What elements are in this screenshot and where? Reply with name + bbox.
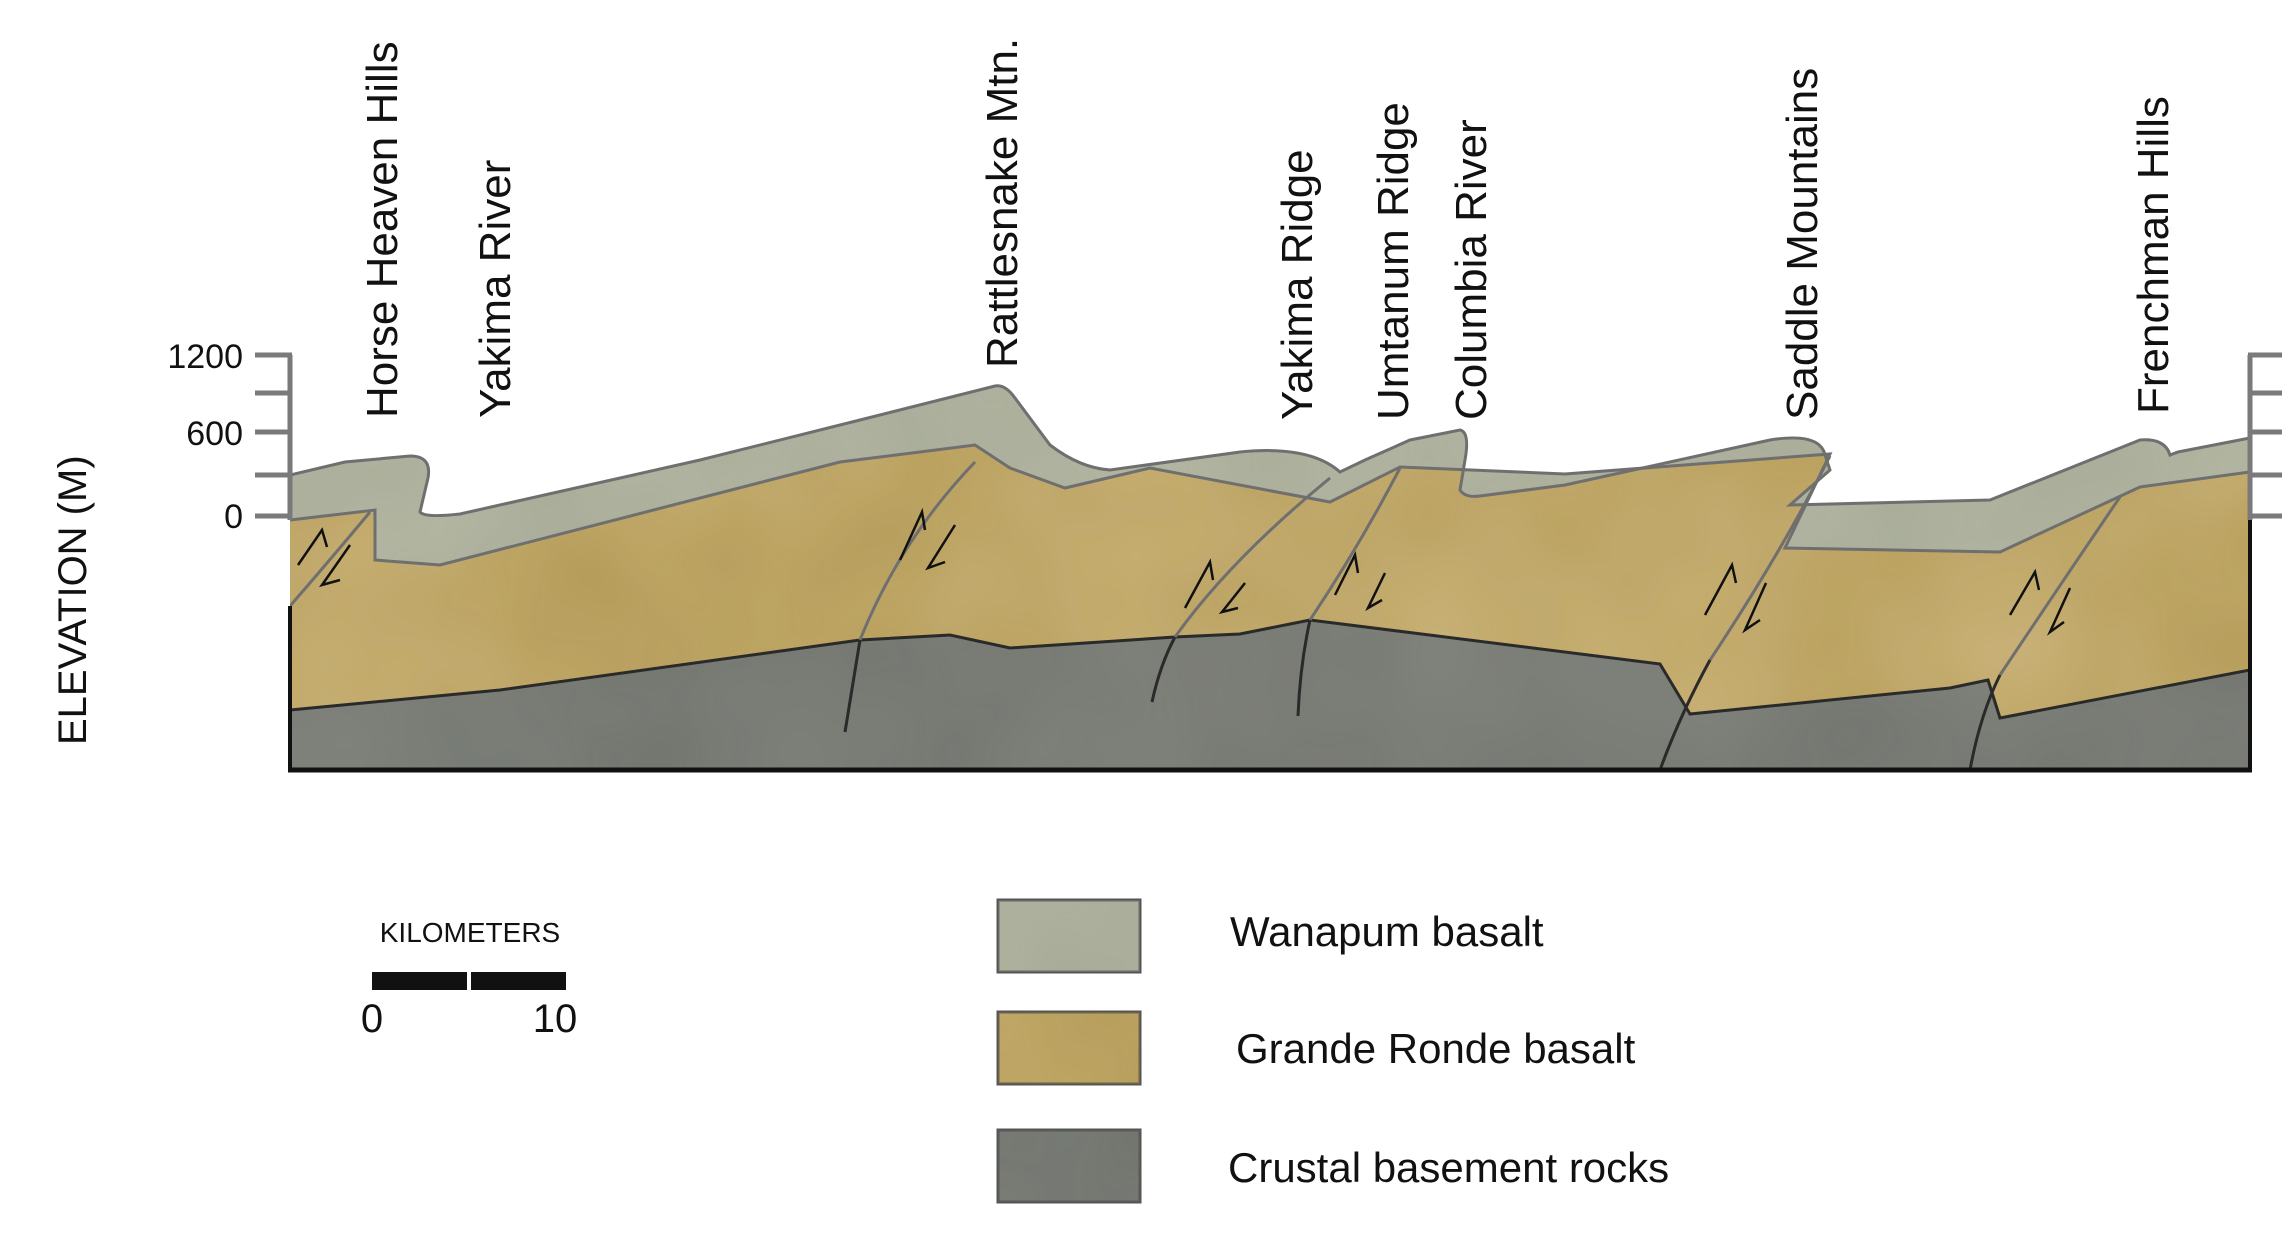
location-label-horse-heaven-hills: Horse Heaven Hills <box>358 41 407 418</box>
fault-arrow-up <box>1183 558 1215 609</box>
legend-label-basement: Crustal basement rocks <box>1228 1144 1669 1191</box>
fault-arrow-down <box>1218 582 1246 615</box>
fault-frenchman-upper <box>1998 496 2122 676</box>
elevation-tick-label: 0 <box>224 498 243 536</box>
fault-umtanum-upper <box>1308 467 1402 621</box>
location-label-frenchman-hills: Frenchman Hills <box>2129 96 2178 414</box>
legend-swatch-wanapum-mottle <box>998 900 1140 972</box>
location-label-rattlesnake-mtn: Rattlesnake Mtn. <box>978 38 1027 368</box>
fault-arrow-down <box>1742 582 1768 634</box>
elevation-tick-label: 1200 <box>167 338 243 376</box>
scale-bar-segment <box>471 972 566 990</box>
scale-bar-title: KILOMETERS <box>380 917 560 948</box>
elevation-tick-label: 600 <box>186 415 243 453</box>
legend-swatch-basement-mottle <box>998 1130 1140 1202</box>
fault-arrow-up <box>1333 551 1360 596</box>
location-label-umtanum-ridge: Umtanum Ridge <box>1369 102 1418 420</box>
fault-arrow-up <box>1703 561 1738 616</box>
basement-contact <box>290 618 2250 720</box>
faults <box>290 455 2122 770</box>
fault-arrow-up <box>296 527 329 566</box>
scale-bar: KILOMETERS 0 10 <box>361 917 577 1041</box>
fault-saddle-lower <box>1658 659 1712 770</box>
fault-rattlesnake-upper <box>858 460 977 641</box>
fault-arrow-down <box>925 524 957 571</box>
fault-yakima-ridge-lower <box>1150 636 1177 703</box>
right-elevation-axis <box>2247 352 2282 520</box>
location-label-columbia-river: Columbia River <box>1447 119 1496 420</box>
topographic-surface <box>290 384 2250 518</box>
fault-rattlesnake-lower <box>843 639 862 733</box>
fault-yakima-ridge-upper <box>1173 476 1331 638</box>
fault-arrow-down <box>2046 587 2072 636</box>
legend-label-wanapum: Wanapum basalt <box>1230 908 1544 955</box>
fault-horse-heaven <box>290 511 372 607</box>
fault-umtanum-lower <box>1296 619 1312 717</box>
location-label-yakima-ridge: Yakima Ridge <box>1273 149 1322 420</box>
legend: Wanapum basalt Grande Ronde basalt Crust… <box>996 898 1669 1204</box>
scale-bar-start: 0 <box>361 997 383 1041</box>
wanapum-base-contact <box>290 443 2250 567</box>
basement-mottle <box>290 620 2250 770</box>
fault-arrow-down <box>1365 572 1387 612</box>
fault-arrow-up <box>2008 568 2041 616</box>
location-label-yakima-river: Yakima River <box>471 160 520 418</box>
legend-swatch-grande-ronde-mottle <box>998 1012 1140 1084</box>
scale-bar-segment <box>372 972 467 990</box>
scale-bar-end: 10 <box>533 997 578 1041</box>
legend-label-grande-ronde: Grande Ronde basalt <box>1236 1025 1636 1072</box>
contact-lines <box>290 384 2250 567</box>
fault-arrow-up <box>898 507 927 561</box>
wanapum-mottle <box>290 385 2250 565</box>
left-elevation-axis <box>255 352 293 520</box>
y-axis-label: ELEVATION (M) <box>51 455 95 745</box>
fault-frenchman-lower <box>1968 674 2002 770</box>
fault-arrow-down <box>318 544 352 588</box>
cross-section <box>290 384 2250 770</box>
location-label-saddle-mountains: Saddle Mountains <box>1778 68 1827 420</box>
fault-saddle-upper <box>1708 455 1832 661</box>
fault-arrows <box>296 507 2072 636</box>
